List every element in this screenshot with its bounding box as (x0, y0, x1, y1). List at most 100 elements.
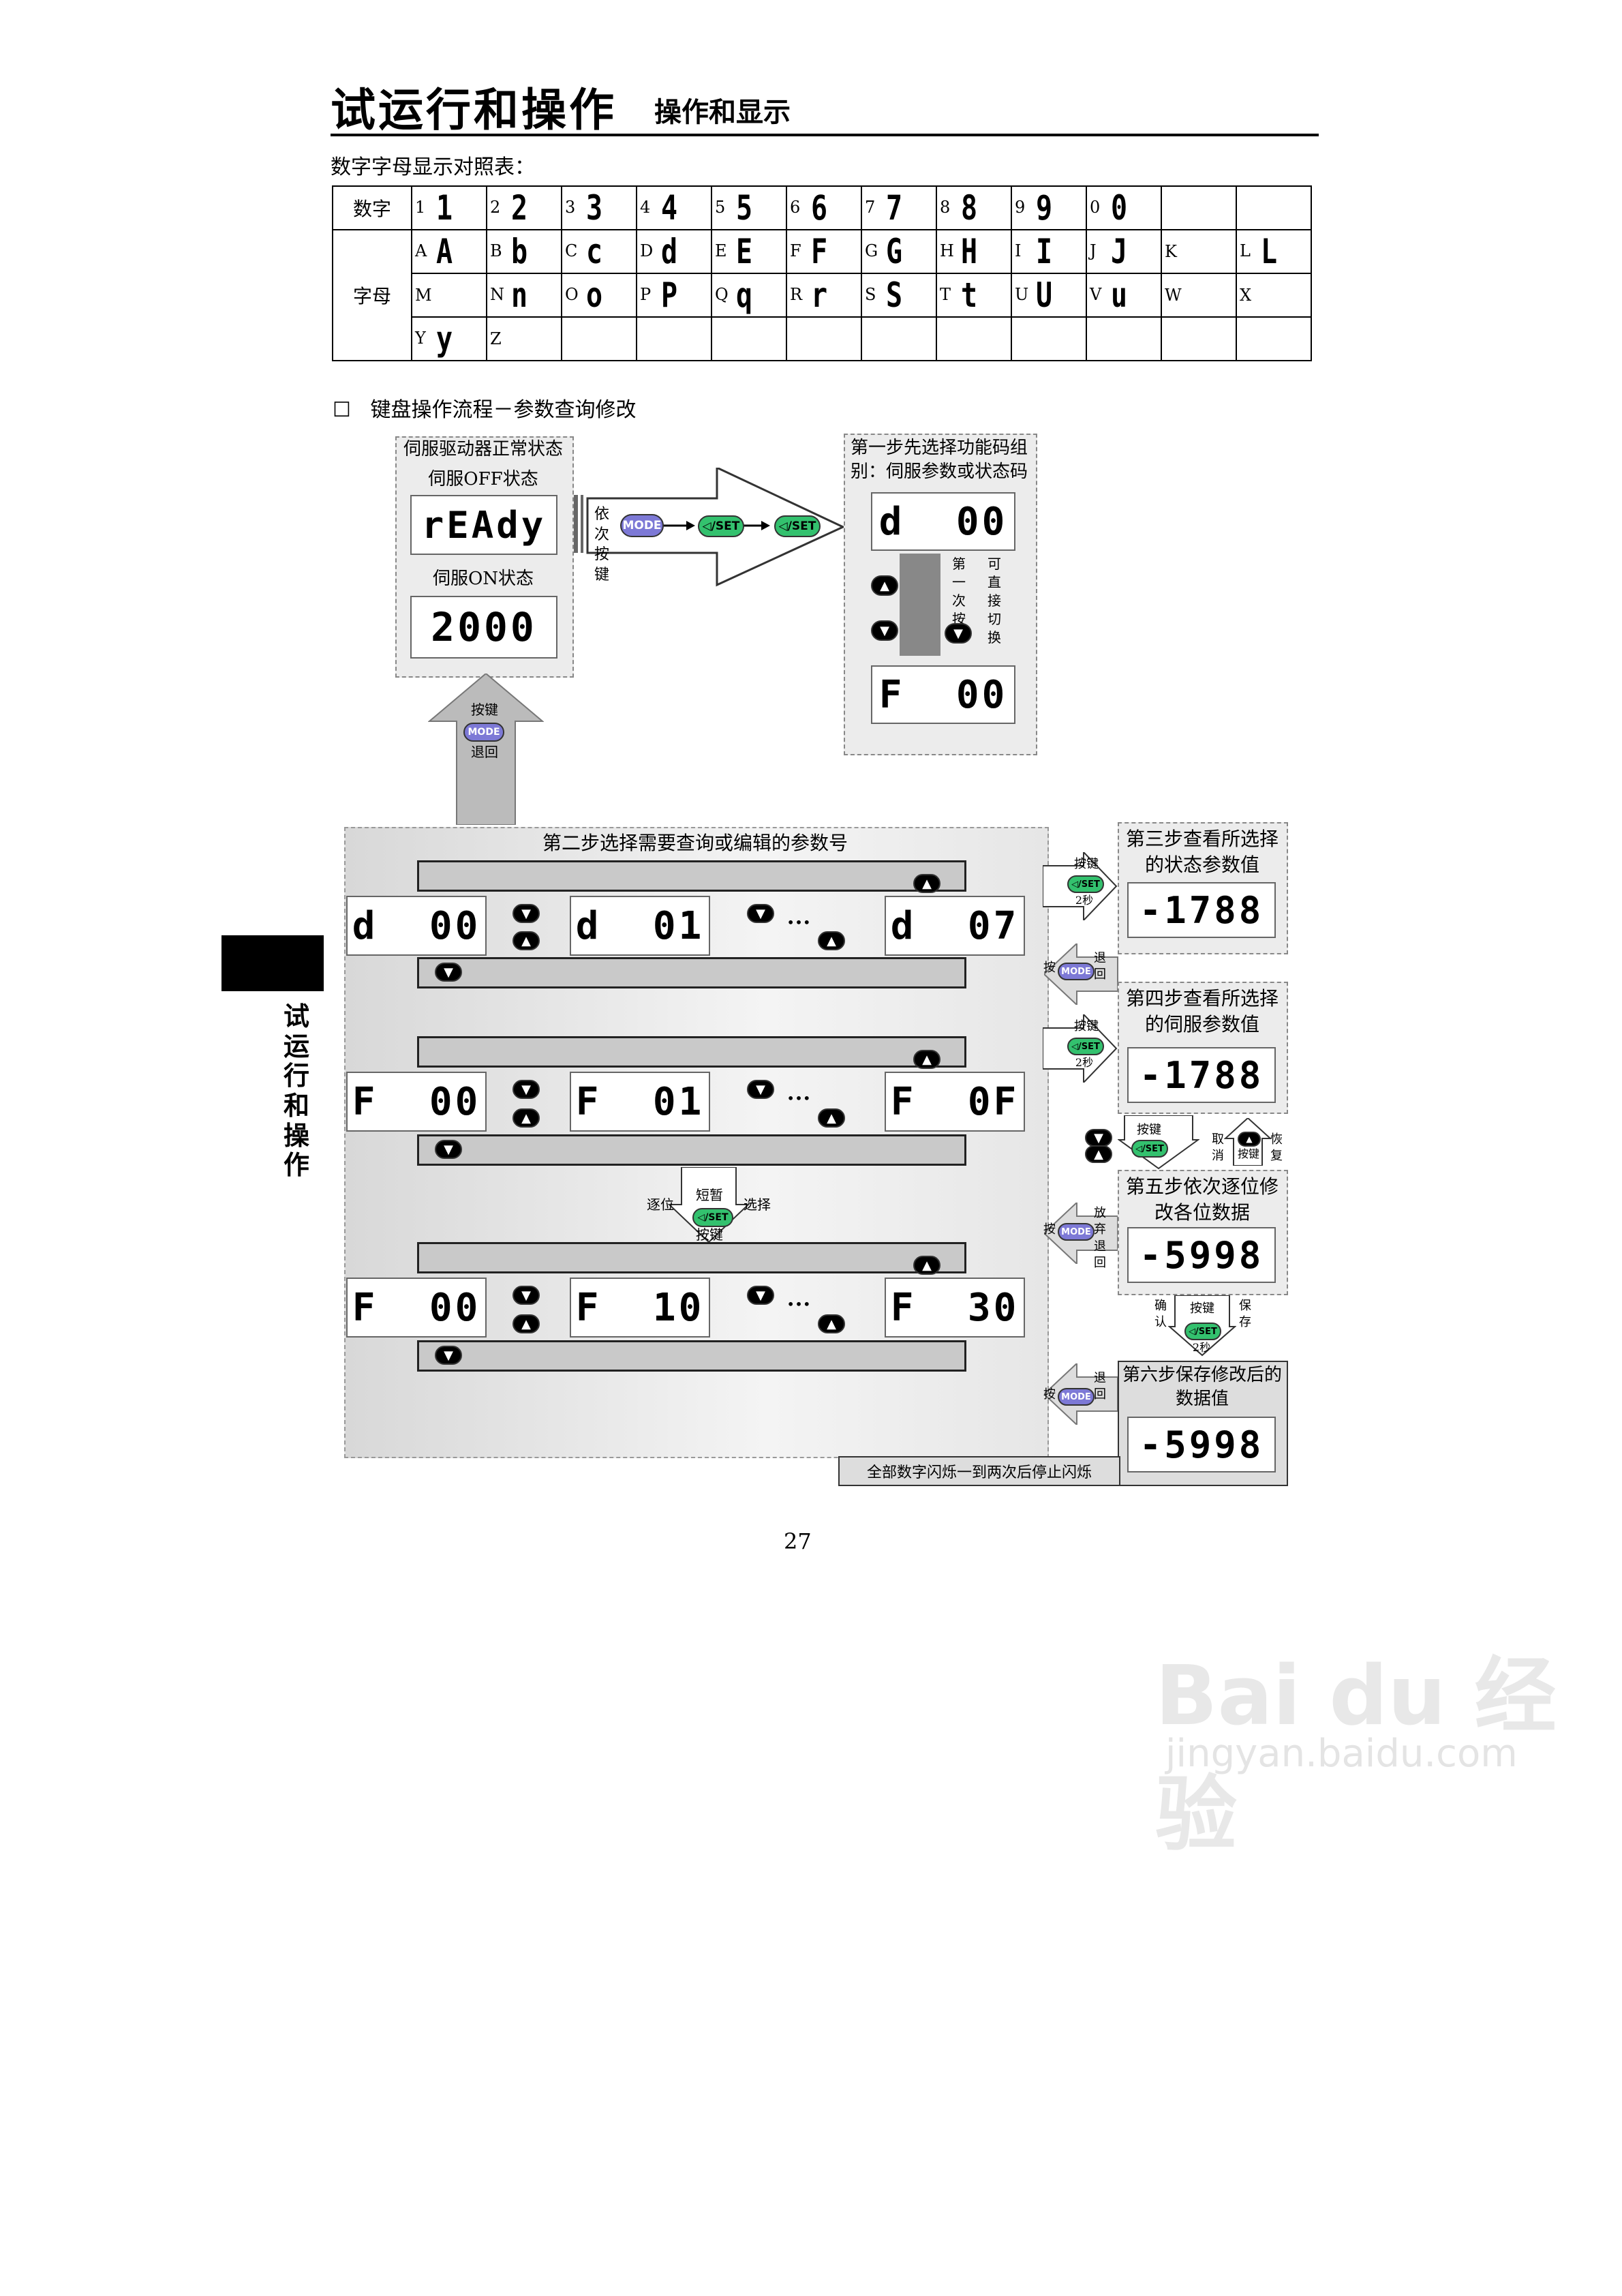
empty-cell (1236, 185, 1312, 230)
up-key[interactable]: ▲ (512, 931, 540, 950)
up-key[interactable]: ▲ (818, 931, 845, 950)
row-f1-display-0: F 00 (346, 1072, 487, 1132)
section-title: ☐ 键盘操作流程－参数查询修改 (333, 398, 637, 422)
mode-key[interactable]: MODE (1058, 1388, 1095, 1406)
shift-right-label: 选择 (744, 1196, 771, 1213)
empty-cell (861, 316, 937, 361)
up-key[interactable]: ▲ (913, 1256, 940, 1275)
on-state-display: 2000 (410, 596, 557, 659)
mode-key[interactable]: MODE (463, 723, 504, 742)
set-key[interactable]: ◁/SET (1131, 1140, 1168, 1158)
page-title: 试运行和操作 (331, 84, 617, 136)
set-key[interactable]: ◁/SET (1067, 875, 1104, 893)
letter-cell: M (411, 273, 487, 318)
down-key[interactable]: ▼ (435, 1346, 462, 1365)
up-key[interactable]: ▲ (871, 575, 898, 596)
press-key-label: 按键 (1190, 1301, 1214, 1316)
empty-cell (636, 316, 712, 361)
up-key[interactable]: ▲ (1085, 1145, 1112, 1163)
down-key[interactable]: ▼ (747, 1286, 774, 1305)
mode-key[interactable]: MODE (620, 514, 664, 537)
down-key[interactable]: ▼ (945, 623, 972, 644)
up-key[interactable]: ▲ (512, 1314, 540, 1333)
up-key[interactable]: ▲ (913, 1050, 940, 1069)
empty-cell (786, 316, 862, 361)
blink-note: 全部数字闪烁一到两次后停止闪烁 (838, 1456, 1120, 1486)
down-key[interactable]: ▼ (747, 904, 774, 923)
row-d-top-track (417, 860, 966, 892)
set-key[interactable]: ◁/SET (774, 515, 821, 537)
sidebar-tab (221, 935, 324, 991)
mode-key[interactable]: MODE (1058, 963, 1095, 980)
two-sec-label: 2秒 (1075, 894, 1094, 907)
letter-cell: Z (486, 316, 562, 361)
step6-title: 第六步保存修改后的数据值 (1122, 1365, 1282, 1410)
shift-key-label: 按键 (696, 1226, 723, 1243)
step1-title: 第一步先选择功能码组别：伺服参数或状态码 (850, 438, 1028, 483)
step1-display-top: d 00 (871, 492, 1015, 551)
press-key-label: 按键 (1074, 857, 1099, 871)
ellipsis: ••• (786, 1090, 811, 1106)
two-sec-label: 2秒 (1192, 1341, 1211, 1354)
down-key[interactable]: ▼ (512, 904, 540, 923)
set-key[interactable]: ◁/SET (1184, 1323, 1221, 1340)
up-key[interactable]: ▲ (512, 1108, 540, 1128)
down-key[interactable]: ▼ (435, 963, 462, 982)
up-key[interactable]: ▲ (1238, 1132, 1261, 1147)
shift-left-label: 逐位 (647, 1196, 674, 1213)
down-key[interactable]: ▼ (512, 1080, 540, 1099)
page-subtitle: 操作和显示 (654, 97, 791, 128)
return-label-top: 按键 (471, 701, 498, 718)
mode-key[interactable]: MODE (1058, 1223, 1095, 1241)
down-key[interactable]: ▼ (1085, 1129, 1112, 1147)
row-f2-bottom-track (417, 1340, 966, 1372)
page-number: 27 (784, 1528, 812, 1554)
down-key[interactable]: ▼ (435, 1140, 462, 1159)
restore-label: 恢复 (1270, 1132, 1283, 1164)
up-key[interactable]: ▲ (818, 1314, 845, 1333)
normal-state-title: 伺服驱动器正常状态 (403, 439, 563, 459)
press-seq-label: 依次按键 (594, 506, 609, 584)
watermark-url: jingyan.baidu.com (1165, 1732, 1518, 1776)
down-key[interactable]: ▼ (871, 620, 898, 641)
on-state-label: 伺服ON状态 (432, 569, 534, 589)
set-key[interactable]: ◁/SET (1067, 1038, 1104, 1055)
ellipsis: ••• (786, 1296, 811, 1312)
row-f1-display-2: F 0F (885, 1072, 1025, 1132)
step4-title: 第四步查看所选择的伺服参数值 (1125, 987, 1279, 1036)
up-key[interactable]: ▲ (818, 1108, 845, 1128)
row-d-display-0: d 00 (346, 896, 487, 956)
first-press-label: 第一次按 (952, 556, 966, 627)
step1-display-bottom: F 00 (871, 665, 1015, 724)
letters-row-label: 字母 (332, 229, 412, 361)
down-key[interactable]: ▼ (512, 1286, 540, 1305)
set-key[interactable]: ◁/SET (698, 515, 744, 537)
row-f1-bottom-track (417, 1134, 966, 1166)
row-d-display-2: d 07 (885, 896, 1025, 956)
up-key[interactable]: ▲ (913, 874, 940, 893)
set-key[interactable]: ◁/SET (692, 1208, 733, 1227)
row-f1-top-track (417, 1036, 966, 1068)
row-f2-display-0: F 00 (346, 1278, 487, 1338)
return-label-bottom: 退回 (471, 744, 498, 760)
down-key[interactable]: ▼ (747, 1080, 774, 1099)
sidebar-label: 试运行和操作 (283, 1001, 309, 1181)
table-caption: 数字字母显示对照表： (331, 155, 535, 179)
